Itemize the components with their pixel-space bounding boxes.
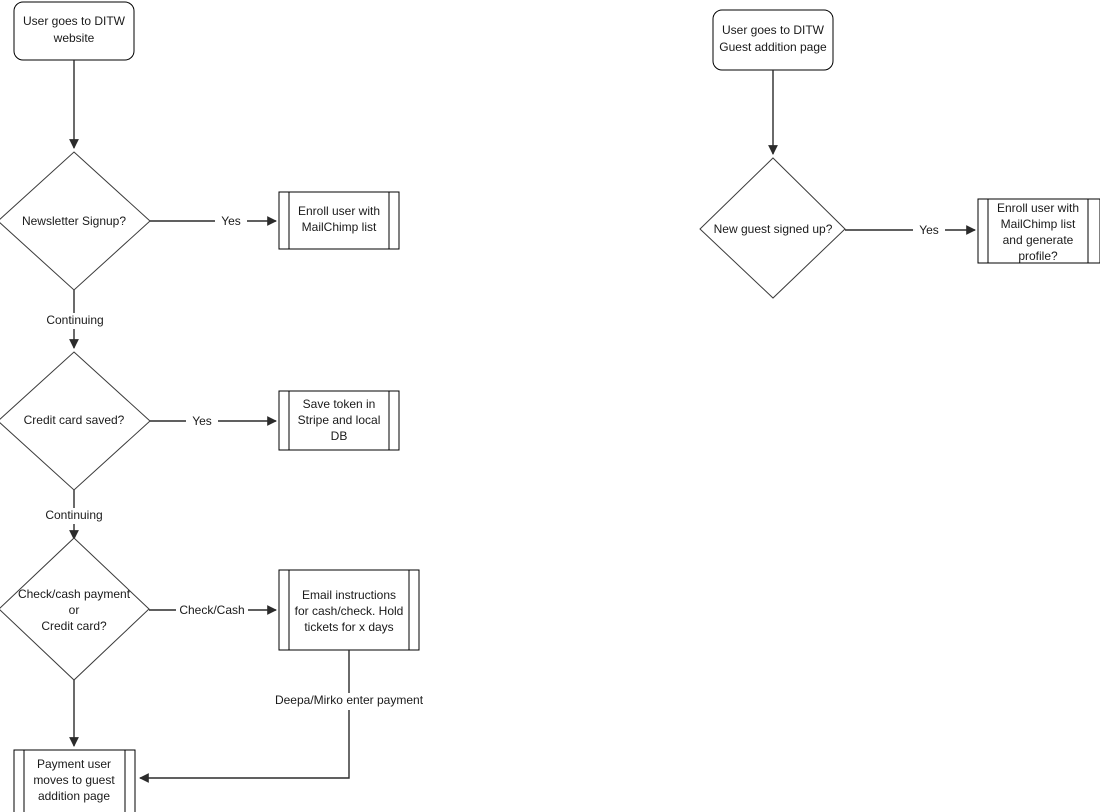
node-new-guest-signed-up[interactable]: New guest signed up? (699, 157, 846, 299)
save-token-shape (278, 390, 400, 451)
email-instructions-line-3-post: days (365, 620, 394, 634)
edge-label-creditcard-yes: Yes (192, 414, 212, 428)
start-guest-page-line-1: User goes to DITW (722, 23, 825, 37)
enroll-mailchimp-line-2: MailChimp list (302, 220, 377, 234)
payment-type-line-3: Credit card? (41, 619, 107, 633)
edge-label-creditcard-continuing: Continuing (45, 508, 102, 522)
email-instructions-shape (278, 569, 420, 651)
node-payment-type[interactable]: Check/cash payment or Credit card? (0, 537, 150, 681)
new-guest-signed-up-label: New guest signed up? (714, 222, 833, 236)
creditcard-yes-label-bg (186, 413, 218, 430)
enroll-guest-mailchimp-line-4: profile? (1018, 249, 1058, 263)
payment-user-moves-line-2: moves to guest (33, 773, 115, 787)
creditcard-continuing-label-bg (41, 508, 107, 524)
payment-type-line-1: Check/cash payment (18, 587, 131, 601)
node-credit-card-saved[interactable]: Credit card saved? (0, 351, 151, 491)
start-guest-page-line-2: Guest addition page (719, 40, 827, 54)
save-token-line-3: DB (331, 429, 348, 443)
node-payment-user-moves[interactable]: Payment user moves to guest addition pag… (13, 749, 136, 812)
node-start-guest-page[interactable]: User goes to DITW Guest addition page (712, 9, 834, 71)
payment-type-line-2: or (69, 603, 80, 617)
payment-checkcash-label-bg (176, 602, 248, 619)
enroll-mailchimp-shape (278, 191, 400, 250)
newsletter-continuing-label-bg (42, 313, 108, 329)
payment-user-moves-line-3: addition page (38, 789, 110, 803)
new-guest-signed-up-shape (699, 157, 846, 299)
email-instructions-line-2: for cash/check. Hold (295, 604, 404, 618)
save-token-line-2: Stripe and local (298, 413, 381, 427)
payment-user-moves-shape (13, 749, 136, 812)
edge-label-deepa-mirko: Deepa/Mirko enter payment (275, 693, 424, 707)
edge-label-payment-checkcash: Check/Cash (179, 603, 244, 617)
credit-card-saved-label: Credit card saved? (24, 413, 125, 427)
edge-label-newsletter-continuing: Continuing (46, 313, 103, 327)
email-instructions-line-3: tickets for x days (304, 620, 393, 634)
node-enroll-mailchimp[interactable]: Enroll user with MailChimp list (278, 191, 400, 250)
start-website-line-1: User goes to DITW (23, 14, 126, 28)
edge-deepa-mirko (139, 650, 350, 783)
enroll-mailchimp-line-1: Enroll user with (298, 204, 380, 218)
email-instructions-line-3-pre: tickets for (304, 620, 359, 634)
node-email-instructions[interactable]: Email instructions for cash/check. Hold … (278, 569, 420, 651)
payment-user-moves-line-1: Payment user (37, 757, 111, 771)
node-enroll-guest-mailchimp[interactable]: Enroll user with MailChimp list and gene… (977, 198, 1100, 264)
node-start-website[interactable]: User goes to DITW website (13, 1, 135, 61)
email-instructions-bold-token: x (359, 620, 365, 634)
guest-yes-label-bg (913, 222, 945, 239)
newsletter-signup-label: Newsletter Signup? (22, 214, 126, 228)
save-token-line-1: Save token in (303, 397, 376, 411)
enroll-guest-mailchimp-line-2: MailChimp list (1001, 217, 1076, 231)
node-save-token[interactable]: Save token in Stripe and local DB (278, 390, 400, 451)
enroll-guest-mailchimp-line-1: Enroll user with (997, 201, 1079, 215)
email-instructions-line-1: Email instructions (302, 588, 396, 602)
node-newsletter-signup[interactable]: Newsletter Signup? (0, 151, 151, 291)
edge-label-guest-yes: Yes (919, 223, 939, 237)
newsletter-yes-label-bg (215, 213, 247, 230)
enroll-guest-mailchimp-line-3: and generate (1003, 233, 1074, 247)
deepa-mirko-label-bg (272, 693, 426, 710)
edge-label-newsletter-yes: Yes (221, 214, 241, 228)
enroll-guest-mailchimp-shape (977, 198, 1100, 264)
start-website-line-2: website (53, 31, 95, 45)
